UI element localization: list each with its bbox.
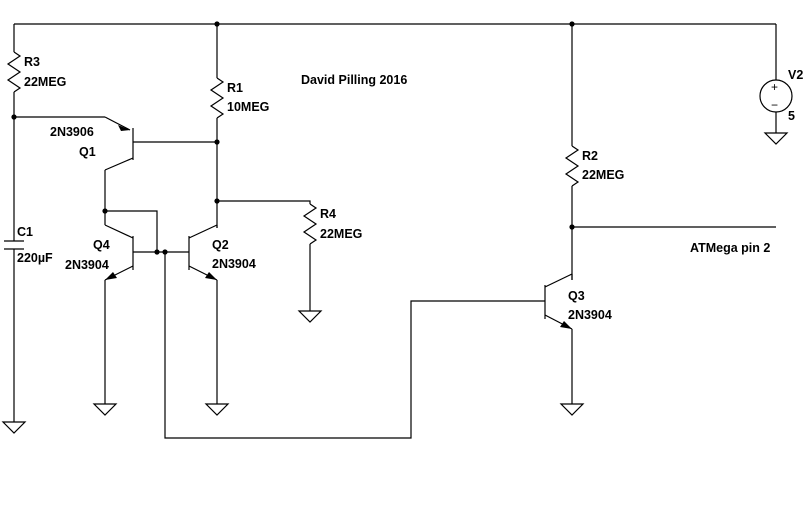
c1-name: C1 xyxy=(17,225,33,239)
r1-name: R1 xyxy=(227,81,243,95)
v2-minus-sign: − xyxy=(771,98,778,112)
r3-resistor xyxy=(6,24,22,117)
supply-rail xyxy=(14,21,777,80)
q4-model: 2N3904 xyxy=(65,258,109,272)
r3-name: R3 xyxy=(24,55,40,69)
q3-transistor xyxy=(544,273,585,416)
base-link-wire xyxy=(164,252,545,439)
q2-transistor xyxy=(165,224,230,416)
v2-voltage-source xyxy=(759,79,793,145)
q4-name: Q4 xyxy=(93,238,110,252)
q1-transistor xyxy=(14,116,217,211)
q3-name: Q3 xyxy=(568,289,585,303)
r1-resistor xyxy=(209,24,225,228)
output-net-label: ATMega pin 2 xyxy=(690,241,770,255)
q2-name: Q2 xyxy=(212,238,229,252)
q3-model: 2N3904 xyxy=(568,308,612,322)
v2-plus-sign: + xyxy=(771,80,778,94)
title-text: David Pilling 2016 xyxy=(301,73,407,87)
q1-model: 2N3906 xyxy=(50,125,94,139)
r3-value: 22MEG xyxy=(24,75,66,89)
r4-resistor xyxy=(217,200,323,323)
ground-symbol xyxy=(1,421,27,434)
q1-name: Q1 xyxy=(79,145,96,159)
r2-resistor xyxy=(564,24,580,280)
c1-capacitor xyxy=(4,240,24,422)
q2-model: 2N3904 xyxy=(212,257,256,271)
c1-value: 220µF xyxy=(17,251,53,265)
r4-value: 22MEG xyxy=(320,227,362,241)
v2-value: 5 xyxy=(788,109,795,123)
q4-transistor xyxy=(92,208,165,416)
r2-value: 22MEG xyxy=(582,168,624,182)
r1-value: 10MEG xyxy=(227,100,269,114)
r4-name: R4 xyxy=(320,207,336,221)
r2-name: R2 xyxy=(582,149,598,163)
v2-name: V2 xyxy=(788,68,803,82)
